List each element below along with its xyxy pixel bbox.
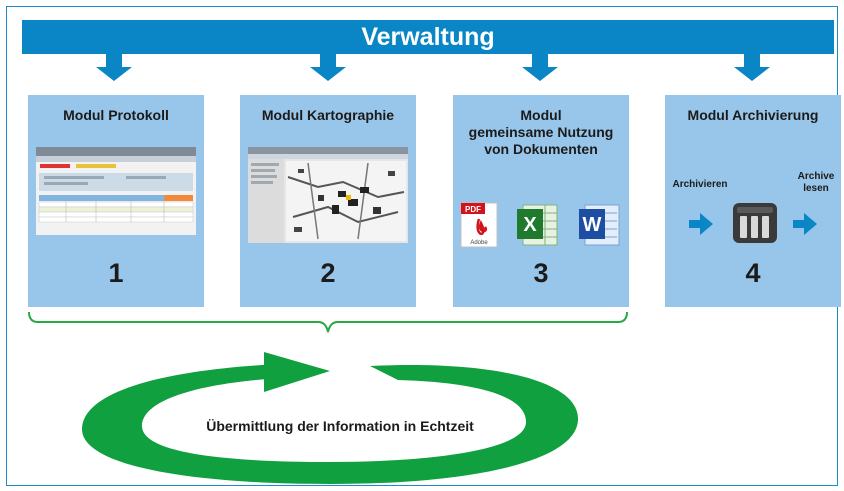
- module-archivierung: Modul Archivierung Archivieren Archive l…: [665, 95, 841, 307]
- document-icons: PDF Adobe X W: [460, 202, 620, 248]
- module-title: Modul Archivierung: [687, 107, 819, 123]
- group-brace: [28, 312, 628, 333]
- cycle-label: Übermittlung der Information in Echtzeit: [206, 418, 474, 434]
- nas-server-icon: [733, 203, 777, 243]
- arrow-right-icon: [793, 213, 817, 235]
- verwaltung-banner: Verwaltung: [22, 20, 834, 54]
- kartographie-screenshot: [248, 147, 408, 243]
- banner-title: Verwaltung: [361, 23, 495, 51]
- module-number: 2: [320, 258, 336, 288]
- arrow-right-icon: [689, 213, 713, 235]
- excel-icon: X: [517, 204, 558, 246]
- archivieren-label: Archivieren: [672, 179, 728, 190]
- module-title: Modul gemeinsame Nutzung von Dokumenten: [468, 107, 614, 157]
- module-number: 4: [745, 258, 761, 288]
- protokoll-screenshot: [36, 147, 196, 235]
- module-title: Modul Protokoll: [63, 107, 169, 123]
- archive-lesen-label: Archive lesen: [797, 171, 835, 194]
- cycle-arrow-icon: [81, 352, 579, 484]
- protokoll-screenshot-image: [36, 147, 196, 235]
- module-number: 3: [533, 258, 549, 288]
- pdf-icon: PDF Adobe: [460, 202, 498, 248]
- map-screenshot-image: [248, 147, 408, 243]
- svg-text:Adobe: Adobe: [470, 240, 488, 246]
- module-protokoll: Modul Protokoll 1: [28, 95, 204, 307]
- svg-text:PDF: PDF: [465, 205, 481, 214]
- svg-text:W: W: [583, 214, 602, 236]
- module-number: 1: [108, 258, 124, 288]
- module-kartographie: Modul Kartographie: [240, 95, 416, 307]
- module-dokumente: Modul gemeinsame Nutzung von Dokumenten …: [453, 95, 629, 307]
- svg-text:X: X: [523, 214, 537, 236]
- module-title: Modul Kartographie: [261, 107, 395, 123]
- word-icon: W: [579, 204, 620, 246]
